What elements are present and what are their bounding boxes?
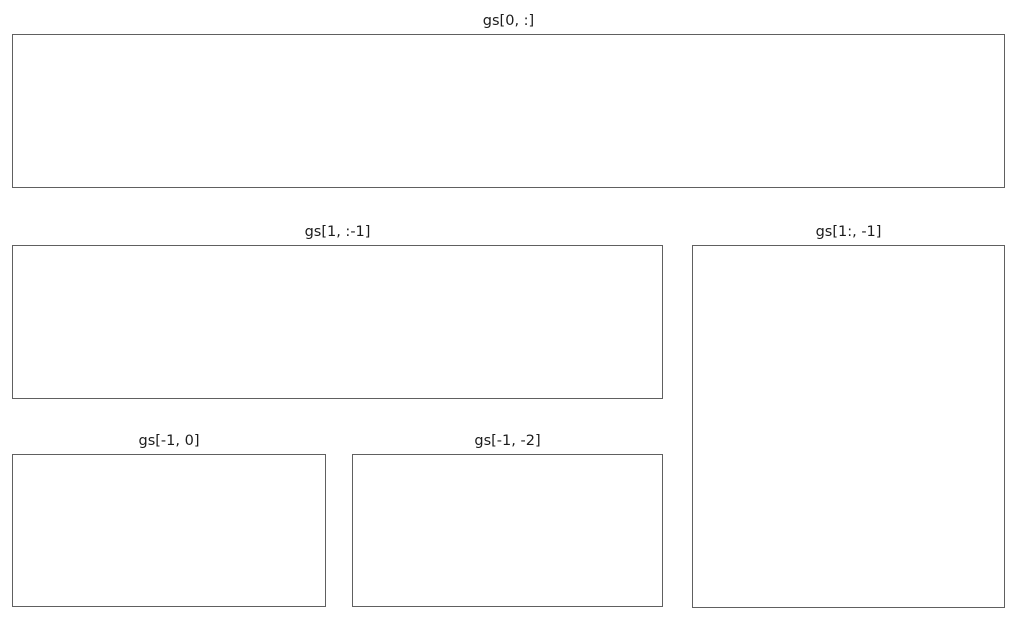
axes-title: gs[1:, -1] bbox=[815, 224, 882, 241]
axes-panel-1: gs[1, :-1] bbox=[12, 224, 663, 399]
axes-title: gs[-1, -2] bbox=[474, 433, 541, 450]
axes-panel-2: gs[1:, -1] bbox=[692, 224, 1005, 608]
axes-panel-4: gs[-1, -2] bbox=[352, 433, 663, 607]
axes-panel-0: gs[0, :] bbox=[12, 13, 1005, 188]
axes-title: gs[0, :] bbox=[482, 13, 535, 30]
axes-title: gs[-1, 0] bbox=[138, 433, 200, 450]
axes-panel-3: gs[-1, 0] bbox=[12, 433, 326, 607]
axes-title: gs[1, :-1] bbox=[304, 224, 371, 241]
